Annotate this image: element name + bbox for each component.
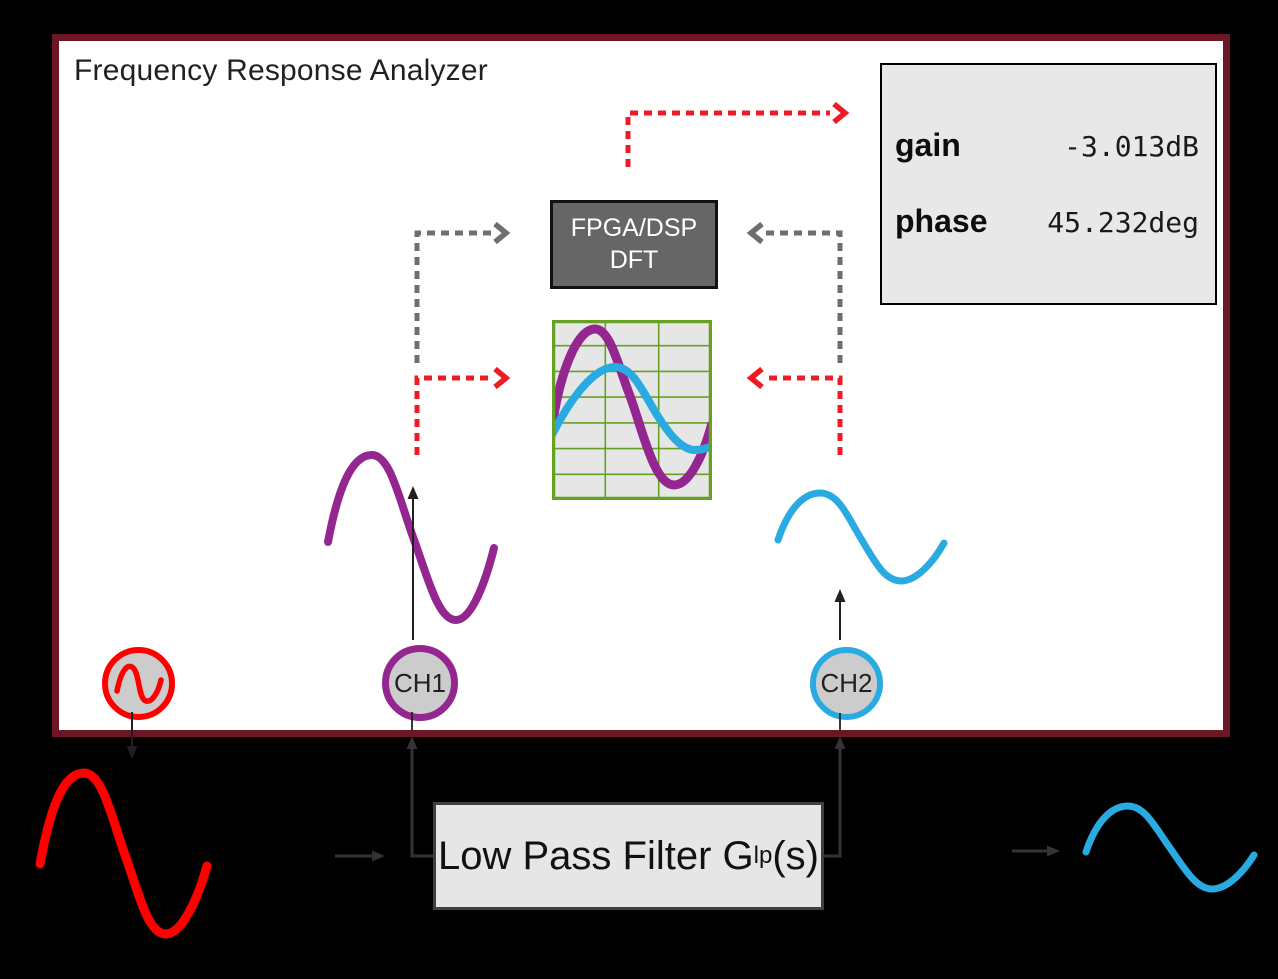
filter-output-tap-line [824, 747, 842, 858]
gain-phase-readout: gain -3.013dB phase 45.232deg [880, 63, 1217, 305]
output-arrowhead [1047, 845, 1060, 857]
scope-display [547, 319, 717, 501]
signal-generator-node [102, 647, 175, 720]
scope-ch2-waveform [548, 362, 714, 455]
filter-feed-arrowhead [372, 850, 385, 862]
phase-label: phase [895, 203, 988, 239]
sine-generator-icon [114, 663, 164, 704]
gain-row: gain -3.013dB [882, 127, 1215, 164]
filter-label: Low Pass Filter G [438, 833, 754, 878]
phase-value: 45.232deg [1047, 206, 1199, 239]
phase-row: phase 45.232deg [882, 203, 1215, 240]
filter-output-tap-arrowhead [834, 736, 846, 749]
scope-screen-icon [547, 319, 717, 501]
frequency-response-analyzer-panel: Frequency Response Analyzer FPGA/DSP DFT [52, 34, 1230, 737]
filter-label-suffix: (s) [772, 833, 819, 878]
panel-title: Frequency Response Analyzer [74, 54, 488, 87]
fpga-label-line2: DFT [609, 245, 659, 274]
channel-1-node: CH1 [382, 645, 458, 721]
fpga-label-line1: FPGA/DSP [570, 214, 698, 243]
scope-border [551, 319, 713, 501]
gain-label: gain [895, 127, 961, 163]
gain-value: -3.013dB [1064, 130, 1199, 163]
generator-down-arrowhead [126, 746, 138, 759]
scope-ch1-waveform [547, 324, 717, 490]
ch1-tap-arrowhead [406, 736, 418, 749]
channel-1-label: CH1 [393, 667, 446, 698]
ch1-tap-line [410, 747, 433, 858]
input-signal-waveform [35, 768, 212, 939]
channel-2-label: CH2 [820, 668, 873, 698]
channel-2-node: CH2 [810, 647, 883, 720]
fpga-dsp-dft-block: FPGA/DSP DFT [550, 200, 718, 289]
output-signal-waveform [1082, 802, 1258, 893]
